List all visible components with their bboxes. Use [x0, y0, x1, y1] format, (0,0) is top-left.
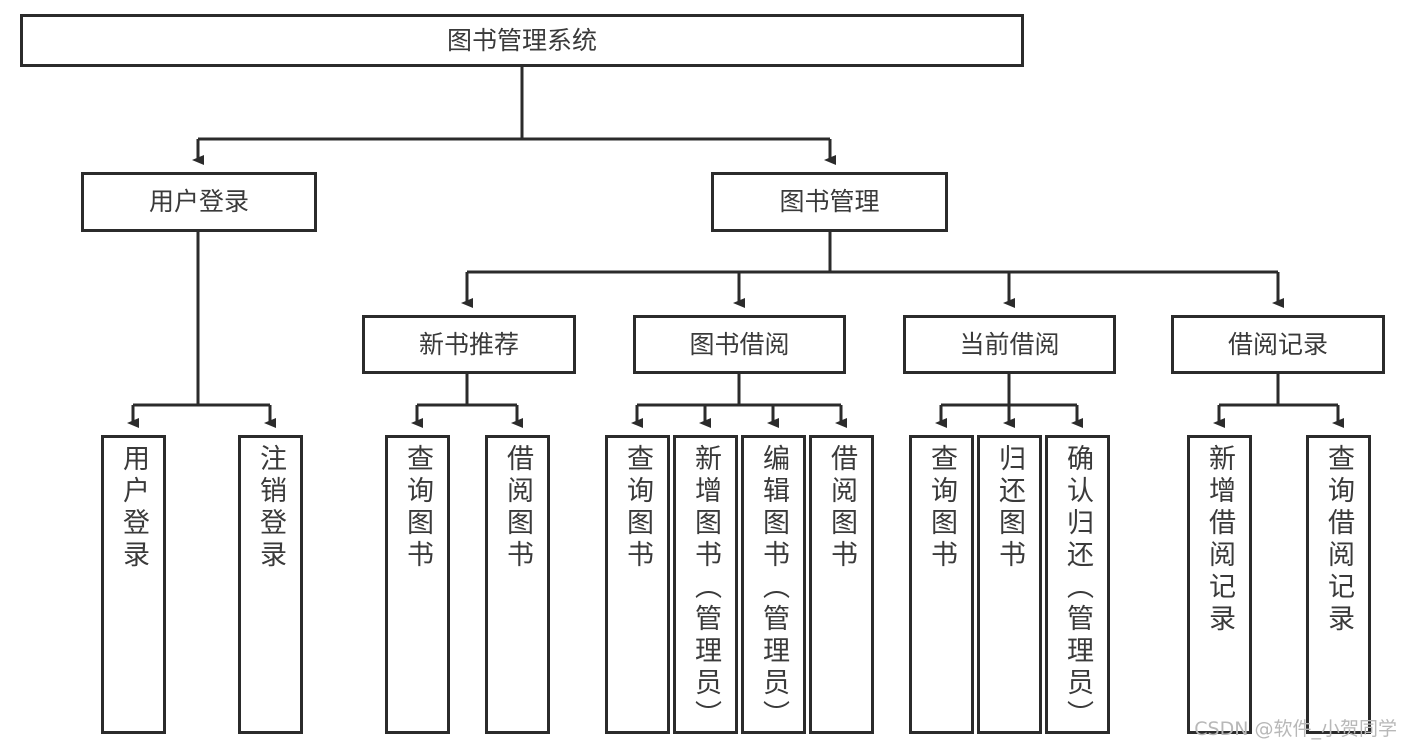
- node-leaf-add-book-admin[interactable]: 新增图书（管理员）: [673, 435, 738, 734]
- node-label: 图书管理系统: [446, 25, 597, 55]
- node-label: 新增图书（管理员）: [690, 444, 721, 732]
- node-label: 确认归还（管理员）: [1062, 444, 1093, 732]
- node-new-book-recommend[interactable]: 新书推荐: [362, 315, 576, 374]
- node-borrow-record[interactable]: 借阅记录: [1171, 315, 1385, 374]
- csdn-watermark: CSDN @软件_小贺同学: [1194, 718, 1397, 740]
- node-current-borrow[interactable]: 当前借阅: [903, 315, 1116, 374]
- node-label: 借阅图书: [826, 444, 857, 572]
- node-label: 新书推荐: [418, 329, 519, 359]
- node-leaf-borrow-book-2[interactable]: 借阅图书: [809, 435, 874, 734]
- node-leaf-query-borrow-record[interactable]: 查询借阅记录: [1306, 435, 1371, 734]
- node-label: 编辑图书（管理员）: [758, 444, 789, 732]
- node-label: 借阅图书: [502, 444, 533, 572]
- node-label: 借阅记录: [1227, 329, 1328, 359]
- node-label: 图书借阅: [689, 329, 790, 359]
- node-label: 用户登录: [118, 444, 149, 572]
- node-leaf-return-book[interactable]: 归还图书: [977, 435, 1042, 734]
- node-label: 查询图书: [926, 444, 957, 572]
- node-leaf-query-book-1[interactable]: 查询图书: [385, 435, 450, 734]
- node-label: 查询图书: [622, 444, 653, 572]
- node-label: 注销登录: [255, 444, 286, 572]
- node-leaf-confirm-return-admin[interactable]: 确认归还（管理员）: [1045, 435, 1110, 734]
- node-leaf-add-borrow-record[interactable]: 新增借阅记录: [1187, 435, 1252, 734]
- node-root-system[interactable]: 图书管理系统: [20, 14, 1024, 67]
- node-label: 用户登录: [148, 187, 249, 217]
- node-user-login[interactable]: 用户登录: [81, 172, 317, 232]
- node-book-manage[interactable]: 图书管理: [711, 172, 948, 232]
- node-label: 新增借阅记录: [1204, 444, 1235, 636]
- node-leaf-edit-book-admin[interactable]: 编辑图书（管理员）: [741, 435, 806, 734]
- node-label: 图书管理: [779, 187, 880, 217]
- node-leaf-borrow-book-1[interactable]: 借阅图书: [485, 435, 550, 734]
- node-book-borrow[interactable]: 图书借阅: [633, 315, 846, 374]
- node-leaf-user-login[interactable]: 用户登录: [101, 435, 166, 734]
- node-leaf-query-book-2[interactable]: 查询图书: [605, 435, 670, 734]
- node-label: 查询图书: [402, 444, 433, 572]
- node-label: 当前借阅: [959, 329, 1060, 359]
- node-label: 归还图书: [994, 444, 1025, 572]
- node-leaf-logout-login[interactable]: 注销登录: [238, 435, 303, 734]
- node-leaf-query-book-3[interactable]: 查询图书: [909, 435, 974, 734]
- node-label: 查询借阅记录: [1323, 444, 1354, 636]
